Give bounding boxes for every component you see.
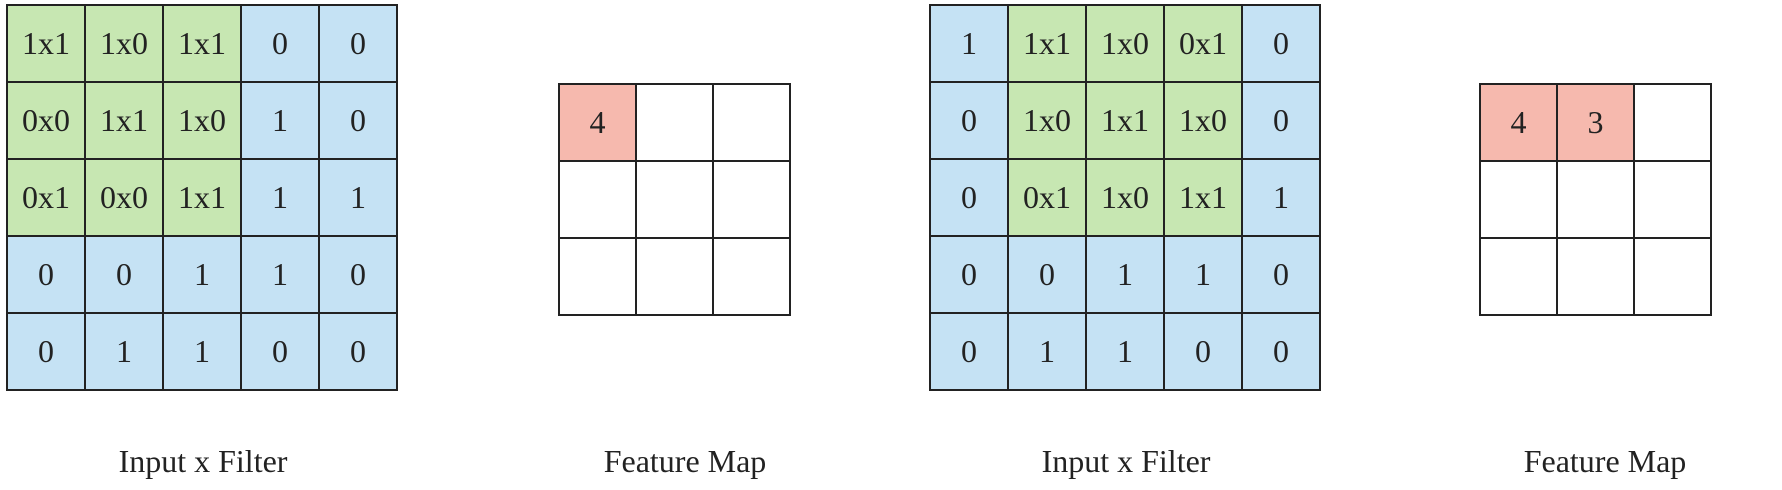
filter-window-cell-r2-c2: 1x1 [86, 83, 164, 160]
caption-feature-step-1: Feature Map [603, 443, 767, 479]
feature-map-step-1: 4 [558, 83, 791, 316]
feature-map-empty-cell-r2-c2 [637, 162, 714, 239]
feature-map-empty-cell-r3-c2 [637, 239, 714, 316]
feature-map-empty-cell-r1-c3 [714, 85, 791, 162]
filter-window-cell-r3-c3: 1x1 [164, 160, 242, 237]
filter-window-cell-r2-c3: 1x1 [1087, 83, 1165, 160]
input-cell-r4-c3: 1 [1087, 237, 1165, 314]
feature-map-empty-cell-r3-c3 [1635, 239, 1712, 316]
filter-window-cell-r1-c3: 1x0 [1087, 6, 1165, 83]
input-cell-r5-c5: 0 [320, 314, 398, 391]
input-cell-r3-c5: 1 [1243, 160, 1321, 237]
input-cell-r5-c1: 0 [931, 314, 1009, 391]
input-cell-r1-c4: 0 [242, 6, 320, 83]
filter-window-cell-r3-c1: 0x1 [8, 160, 86, 237]
filter-window-cell-r2-c3: 1x0 [164, 83, 242, 160]
filter-window-cell-r2-c2: 1x0 [1009, 83, 1087, 160]
input-cell-r4-c1: 0 [8, 237, 86, 314]
input-cell-r5-c3: 1 [164, 314, 242, 391]
filter-window-cell-r2-c1: 0x0 [8, 83, 86, 160]
input-cell-r5-c2: 1 [86, 314, 164, 391]
input-cell-r5-c3: 1 [1087, 314, 1165, 391]
feature-map-empty-cell-r3-c1 [560, 239, 637, 316]
filter-window-cell-r1-c4: 0x1 [1165, 6, 1243, 83]
filter-window-cell-r3-c4: 1x1 [1165, 160, 1243, 237]
feature-map-empty-cell-r3-c1 [1481, 239, 1558, 316]
input-cell-r3-c5: 1 [320, 160, 398, 237]
feature-map-empty-cell-r3-c3 [714, 239, 791, 316]
filter-window-cell-r2-c4: 1x0 [1165, 83, 1243, 160]
input-cell-r4-c5: 0 [320, 237, 398, 314]
feature-map-empty-cell-r2-c3 [1635, 162, 1712, 239]
input-cell-r4-c3: 1 [164, 237, 242, 314]
feature-map-empty-cell-r1-c2 [637, 85, 714, 162]
input-cell-r5-c1: 0 [8, 314, 86, 391]
filter-window-cell-r1-c2: 1x0 [86, 6, 164, 83]
input-cell-r2-c4: 1 [242, 83, 320, 160]
input-cell-r1-c5: 0 [1243, 6, 1321, 83]
input-cell-r5-c4: 0 [242, 314, 320, 391]
filter-window-cell-r1-c3: 1x1 [164, 6, 242, 83]
input-cell-r3-c4: 1 [242, 160, 320, 237]
input-cell-r2-c5: 0 [1243, 83, 1321, 160]
caption-input-step-2: Input x Filter [1041, 443, 1211, 479]
feature-map-empty-cell-r2-c3 [714, 162, 791, 239]
input-cell-r2-c5: 0 [320, 83, 398, 160]
input-cell-r4-c2: 0 [1009, 237, 1087, 314]
caption-feature-step-2: Feature Map [1523, 443, 1687, 479]
filter-window-cell-r3-c2: 0x1 [1009, 160, 1087, 237]
input-cell-r4-c1: 0 [931, 237, 1009, 314]
feature-map-empty-cell-r2-c2 [1558, 162, 1635, 239]
feature-map-empty-cell-r3-c2 [1558, 239, 1635, 316]
feature-map-filled-cell-r1-c2: 3 [1558, 85, 1635, 162]
feature-map-filled-cell-r1-c1: 4 [1481, 85, 1558, 162]
input-cell-r5-c5: 0 [1243, 314, 1321, 391]
input-cell-r5-c4: 0 [1165, 314, 1243, 391]
input-cell-r1-c1: 1 [931, 6, 1009, 83]
feature-map-empty-cell-r2-c1 [1481, 162, 1558, 239]
filter-window-cell-r3-c2: 0x0 [86, 160, 164, 237]
input-cell-r1-c5: 0 [320, 6, 398, 83]
input-cell-r3-c1: 0 [931, 160, 1009, 237]
filter-window-cell-r1-c1: 1x1 [8, 6, 86, 83]
feature-map-empty-cell-r2-c1 [560, 162, 637, 239]
feature-map-filled-cell-r1-c1: 4 [560, 85, 637, 162]
input-cell-r4-c4: 1 [242, 237, 320, 314]
input-cell-r4-c5: 0 [1243, 237, 1321, 314]
caption-input-step-1: Input x Filter [118, 443, 288, 479]
input-cell-r2-c1: 0 [931, 83, 1009, 160]
filter-window-cell-r1-c2: 1x1 [1009, 6, 1087, 83]
input-cell-r4-c2: 0 [86, 237, 164, 314]
input-cell-r4-c4: 1 [1165, 237, 1243, 314]
filter-window-cell-r3-c3: 1x0 [1087, 160, 1165, 237]
feature-map-empty-cell-r1-c3 [1635, 85, 1712, 162]
input-cell-r5-c2: 1 [1009, 314, 1087, 391]
